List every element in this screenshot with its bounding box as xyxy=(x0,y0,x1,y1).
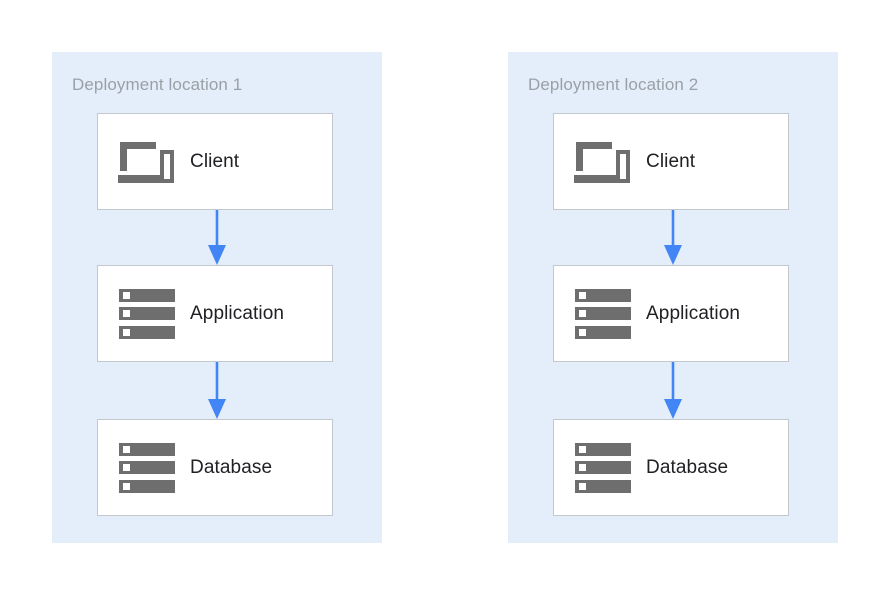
server-stack-icon xyxy=(572,288,634,339)
arrow-application-to-database-1 xyxy=(207,362,227,419)
server-bar xyxy=(119,461,175,474)
deployment-location-panel-2: Deployment location 2 Client xyxy=(508,52,838,543)
arrow-client-to-application-1 xyxy=(207,210,227,265)
server-bar xyxy=(575,461,631,474)
server-bar xyxy=(119,479,175,493)
server-led xyxy=(579,482,586,490)
server-bar xyxy=(575,307,631,320)
node-database-2[interactable]: Database xyxy=(553,419,789,516)
server-led xyxy=(123,482,130,490)
node-label-client-1: Client xyxy=(190,150,240,172)
server-bar xyxy=(575,479,631,493)
panel-title-2: Deployment location 2 xyxy=(528,75,699,94)
node-client-1[interactable]: Client xyxy=(97,113,333,210)
server-bar xyxy=(575,442,631,456)
server-led xyxy=(579,464,586,471)
server-bar xyxy=(119,288,175,302)
server-led xyxy=(579,291,586,299)
node-application-2[interactable]: Application xyxy=(553,265,789,362)
node-database-1[interactable]: Database xyxy=(97,419,333,516)
server-led xyxy=(579,328,586,336)
server-stack-icon xyxy=(572,442,634,493)
server-led xyxy=(123,291,130,299)
server-bar xyxy=(575,325,631,339)
deployment-location-panel-1: Deployment location 1 Client xyxy=(52,52,382,543)
node-application-1[interactable]: Application xyxy=(97,265,333,362)
server-stack-icon xyxy=(116,442,178,493)
node-label-database-1: Database xyxy=(190,456,273,478)
node-client-2[interactable]: Client xyxy=(553,113,789,210)
node-label-client-2: Client xyxy=(646,150,696,172)
server-bar xyxy=(575,288,631,302)
node-label-application-2: Application xyxy=(646,302,741,324)
server-bar xyxy=(119,325,175,339)
arrow-client-to-application-2 xyxy=(663,210,683,265)
client-devices-icon xyxy=(116,140,178,184)
server-led xyxy=(579,445,586,453)
server-stack-icon xyxy=(116,288,178,339)
server-led xyxy=(123,328,130,336)
panel-title-1: Deployment location 1 xyxy=(72,75,243,94)
server-led xyxy=(579,310,586,317)
server-led xyxy=(123,464,130,471)
server-bar xyxy=(119,307,175,320)
client-devices-icon xyxy=(572,140,634,184)
server-led xyxy=(123,445,130,453)
server-led xyxy=(123,310,130,317)
node-label-database-2: Database xyxy=(646,456,729,478)
node-label-application-1: Application xyxy=(190,302,285,324)
arrow-application-to-database-2 xyxy=(663,362,683,419)
server-bar xyxy=(119,442,175,456)
